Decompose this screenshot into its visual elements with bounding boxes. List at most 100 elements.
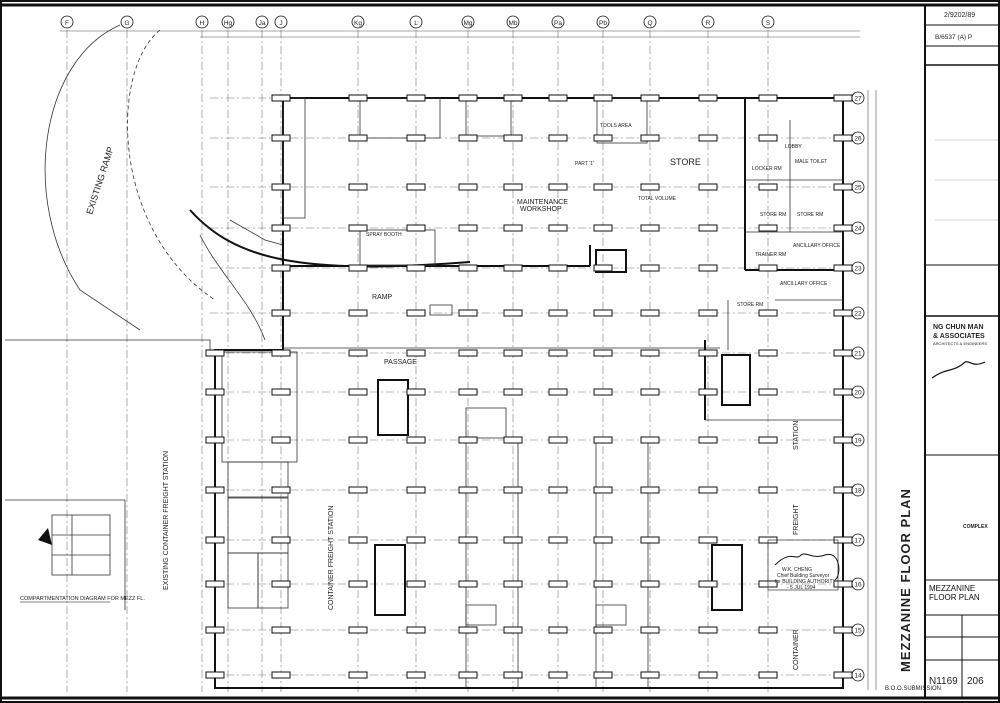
grid-bubble-16: 16 bbox=[851, 577, 865, 591]
passage-label: PASSAGE bbox=[384, 359, 417, 366]
column bbox=[271, 580, 291, 588]
column bbox=[348, 580, 368, 588]
column bbox=[640, 671, 660, 679]
column bbox=[271, 388, 291, 396]
column bbox=[406, 486, 426, 494]
column bbox=[271, 436, 291, 444]
column bbox=[271, 536, 291, 544]
grid-label: J bbox=[279, 20, 282, 27]
column bbox=[640, 580, 660, 588]
workshop-label: WORKSHOP bbox=[520, 206, 562, 213]
column bbox=[593, 264, 613, 272]
column bbox=[348, 349, 368, 357]
grid-label: 18 bbox=[854, 488, 862, 495]
grid-bubble-J: J bbox=[274, 15, 288, 29]
grid-bubble-14: 14 bbox=[851, 668, 865, 682]
column bbox=[406, 224, 426, 232]
grid-bubble-H: H bbox=[195, 15, 209, 29]
grid-label: 17 bbox=[854, 538, 862, 545]
column bbox=[406, 94, 426, 102]
structural-columns bbox=[205, 94, 853, 679]
column bbox=[758, 309, 778, 317]
column bbox=[458, 626, 478, 634]
column bbox=[833, 134, 853, 142]
grid-bubble-21: 21 bbox=[851, 346, 865, 360]
column bbox=[833, 349, 853, 357]
grid-label: 23 bbox=[854, 266, 862, 273]
firm-name-line1: NG CHUN MAN bbox=[933, 324, 984, 331]
column bbox=[758, 486, 778, 494]
column bbox=[833, 224, 853, 232]
column bbox=[205, 580, 225, 588]
column bbox=[593, 671, 613, 679]
column bbox=[833, 94, 853, 102]
column bbox=[503, 94, 523, 102]
grid-bubble-G: G bbox=[120, 15, 134, 29]
column bbox=[833, 671, 853, 679]
column bbox=[593, 349, 613, 357]
column bbox=[758, 224, 778, 232]
ramp-label: RAMP bbox=[372, 294, 393, 301]
column bbox=[758, 349, 778, 357]
column bbox=[698, 536, 718, 544]
column bbox=[271, 94, 291, 102]
grid-bubble-26: 26 bbox=[851, 131, 865, 145]
column bbox=[348, 436, 368, 444]
existing-cfs-label: EXISTING CONTAINER FREIGHT STATION bbox=[163, 451, 170, 590]
grid-label: G bbox=[124, 20, 129, 27]
column bbox=[271, 224, 291, 232]
column bbox=[758, 134, 778, 142]
column bbox=[348, 183, 368, 191]
column bbox=[548, 436, 568, 444]
column bbox=[271, 309, 291, 317]
column bbox=[640, 134, 660, 142]
column bbox=[548, 536, 568, 544]
store-rm-2-label: STORE RM bbox=[797, 212, 823, 218]
column bbox=[698, 486, 718, 494]
column bbox=[205, 671, 225, 679]
column bbox=[833, 183, 853, 191]
drawing-number: N1169 bbox=[929, 676, 958, 687]
column bbox=[503, 388, 523, 396]
column bbox=[348, 134, 368, 142]
grid-label: F bbox=[65, 20, 69, 27]
column bbox=[698, 94, 718, 102]
column bbox=[833, 580, 853, 588]
column bbox=[548, 580, 568, 588]
column bbox=[406, 671, 426, 679]
male-toilet-label: MALE TOILET bbox=[795, 159, 827, 165]
grid-label: 21 bbox=[854, 351, 862, 358]
project-name: COMPLEX bbox=[963, 524, 988, 530]
column bbox=[698, 580, 718, 588]
column bbox=[458, 671, 478, 679]
column bbox=[698, 183, 718, 191]
trainer-rm-label: TRAINER RM bbox=[755, 252, 786, 258]
column bbox=[348, 486, 368, 494]
column bbox=[698, 626, 718, 634]
column bbox=[503, 349, 523, 357]
column bbox=[698, 388, 718, 396]
grid-label: 26 bbox=[854, 136, 862, 143]
grid-label: S bbox=[766, 20, 771, 27]
column bbox=[833, 626, 853, 634]
ancillary-office-2-label: ANCILLARY OFFICE bbox=[780, 281, 828, 287]
grid-label: Mg bbox=[463, 20, 472, 27]
column bbox=[548, 94, 568, 102]
column bbox=[758, 94, 778, 102]
inset-title: COMPARTMENTATION DIAGRAM FOR MEZZ FL. bbox=[20, 596, 145, 602]
column bbox=[833, 486, 853, 494]
column bbox=[271, 183, 291, 191]
cfs-mid-label: CONTAINER FREIGHT STATION bbox=[328, 506, 335, 610]
column bbox=[758, 183, 778, 191]
existing-ramp-outline bbox=[5, 24, 471, 355]
approver-authority: for BUILDING AUTHORITY bbox=[775, 579, 837, 585]
column bbox=[503, 224, 523, 232]
column bbox=[458, 536, 478, 544]
grid-bubble-19: 19 bbox=[851, 433, 865, 447]
column bbox=[698, 264, 718, 272]
column bbox=[833, 264, 853, 272]
column bbox=[348, 671, 368, 679]
column bbox=[458, 388, 478, 396]
locker-rm-label: LOCKER RM bbox=[752, 166, 782, 172]
